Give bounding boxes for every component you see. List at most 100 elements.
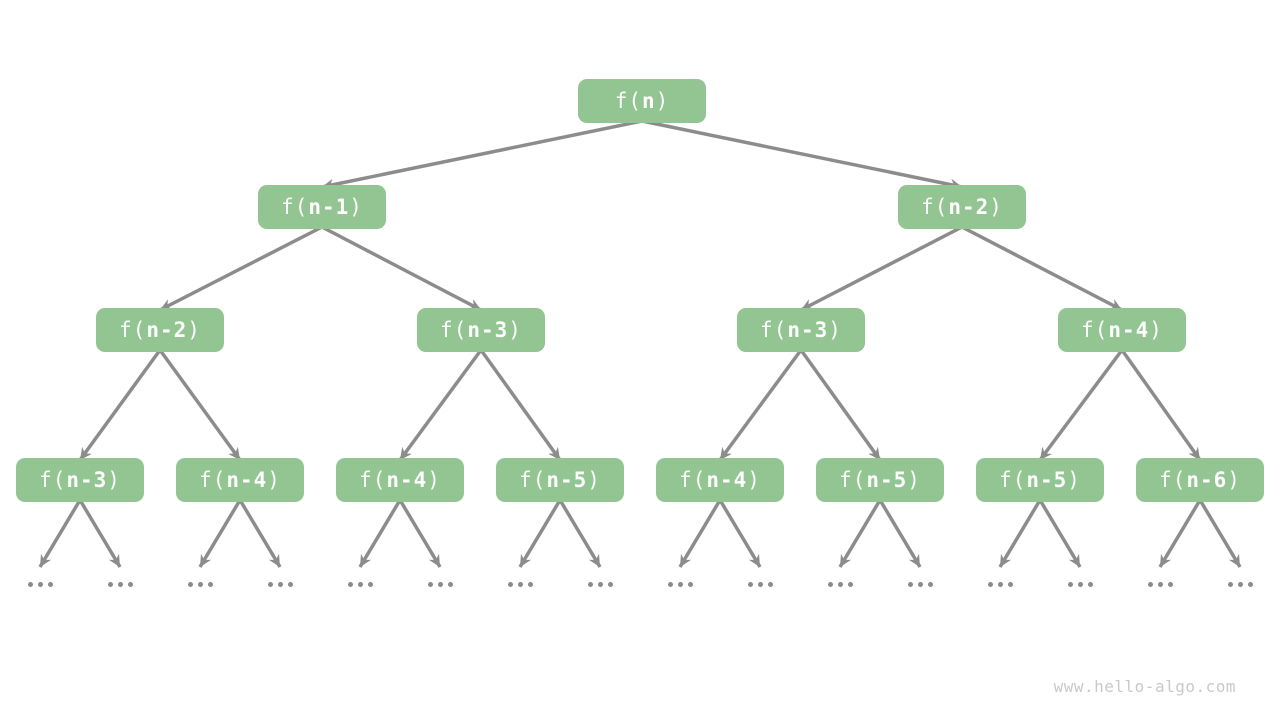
tree-node: f(n-4)	[336, 458, 464, 502]
tree-node-label: f(n-3)	[39, 468, 121, 492]
edge-arrow	[198, 499, 242, 568]
tree-node-label: f(n-3)	[760, 318, 842, 342]
ellipsis	[1228, 582, 1253, 587]
edge-arrow	[479, 348, 562, 462]
ellipsis-dot	[988, 582, 993, 587]
ellipsis-dot	[748, 582, 753, 587]
ellipsis-dot	[678, 582, 683, 587]
tree-node: f(n-3)	[417, 308, 545, 352]
edge-arrow	[398, 348, 483, 462]
ellipsis-dot	[608, 582, 613, 587]
watermark: www.hello-algo.com	[1053, 677, 1236, 696]
tree-node: f(n-2)	[898, 185, 1026, 229]
tree-node: f(n-5)	[976, 458, 1104, 502]
ellipsis-dot	[1158, 582, 1163, 587]
ellipsis	[1148, 582, 1173, 587]
edge-arrow	[998, 499, 1042, 568]
ellipsis-dot	[358, 582, 363, 587]
ellipsis-dot	[1168, 582, 1173, 587]
tree-node-label: f(n-2)	[119, 318, 201, 342]
edge-arrow	[1198, 499, 1242, 568]
edge-arrow	[878, 499, 922, 568]
tree-node-label: f(n-4)	[199, 468, 281, 492]
ellipsis-dot	[438, 582, 443, 587]
ellipsis-dot	[828, 582, 833, 587]
ellipsis-dot	[118, 582, 123, 587]
tree-node-label: f(n-1)	[281, 195, 363, 219]
ellipsis-dot	[848, 582, 853, 587]
ellipsis	[108, 582, 133, 587]
tree-node-label: f(n-6)	[1159, 468, 1241, 492]
ellipsis-dot	[28, 582, 33, 587]
ellipsis-dot	[108, 582, 113, 587]
ellipsis-dot	[188, 582, 193, 587]
ellipsis-dot	[208, 582, 213, 587]
ellipsis-dot	[838, 582, 843, 587]
tree-node: f(n-3)	[16, 458, 144, 502]
ellipsis	[668, 582, 693, 587]
ellipsis	[748, 582, 773, 587]
ellipsis	[508, 582, 533, 587]
edge-arrow	[718, 499, 762, 568]
tree-node: f(n-4)	[656, 458, 784, 502]
ellipsis-dot	[48, 582, 53, 587]
ellipsis-dot	[598, 582, 603, 587]
ellipsis	[188, 582, 213, 587]
ellipsis	[588, 582, 613, 587]
ellipsis-dot	[38, 582, 43, 587]
ellipsis-dot	[508, 582, 513, 587]
edge-arrow	[238, 499, 282, 568]
ellipsis-dot	[428, 582, 433, 587]
edge-arrow	[159, 225, 323, 312]
ellipsis-dot	[1148, 582, 1153, 587]
edge-arrow	[1038, 348, 1124, 462]
tree-node: f(n-4)	[176, 458, 304, 502]
ellipsis-dot	[1228, 582, 1233, 587]
ellipsis-dot	[528, 582, 533, 587]
tree-node: f(n-4)	[1058, 308, 1186, 352]
ellipsis-dot	[448, 582, 453, 587]
edge-arrow	[1158, 499, 1202, 568]
edge-arrow	[398, 499, 442, 568]
ellipsis-dot	[1068, 582, 1073, 587]
edge-arrow	[158, 348, 242, 462]
edge-arrow	[961, 225, 1123, 312]
tree-node: f(n-5)	[496, 458, 624, 502]
ellipsis	[428, 582, 453, 587]
edge-arrow	[1120, 348, 1202, 462]
edge-arrow	[518, 499, 562, 568]
tree-node-label: f(n-4)	[1081, 318, 1163, 342]
edge-arrow	[321, 119, 643, 191]
tree-node-label: f(n-3)	[440, 318, 522, 342]
tree-node-label: f(n-5)	[999, 468, 1081, 492]
ellipsis-dot	[198, 582, 203, 587]
tree-node-label: f(n)	[614, 89, 670, 113]
edge-arrow	[838, 499, 882, 568]
tree-node-label: f(n-5)	[519, 468, 601, 492]
ellipsis-dot	[998, 582, 1003, 587]
tree-node: f(n-6)	[1136, 458, 1264, 502]
edge-arrow	[800, 225, 963, 312]
ellipsis	[1068, 582, 1093, 587]
ellipsis-dot	[768, 582, 773, 587]
edge-arrow	[1038, 499, 1082, 568]
ellipsis	[908, 582, 933, 587]
ellipsis-dot	[588, 582, 593, 587]
edge-arrow	[641, 119, 963, 191]
tree-node: f(n-1)	[258, 185, 386, 229]
ellipsis-dot	[1238, 582, 1243, 587]
tree-node-label: f(n-4)	[679, 468, 761, 492]
ellipsis-dot	[1248, 582, 1253, 587]
ellipsis-dot	[668, 582, 673, 587]
tree-node: f(n-3)	[737, 308, 865, 352]
edges-group	[38, 119, 1242, 568]
ellipsis	[28, 582, 53, 587]
ellipsis-dot	[1088, 582, 1093, 587]
edge-arrow	[799, 348, 882, 462]
ellipsis-dot	[688, 582, 693, 587]
edge-arrow	[678, 499, 722, 568]
ellipsis-dot	[758, 582, 763, 587]
ellipsis-dot	[348, 582, 353, 587]
